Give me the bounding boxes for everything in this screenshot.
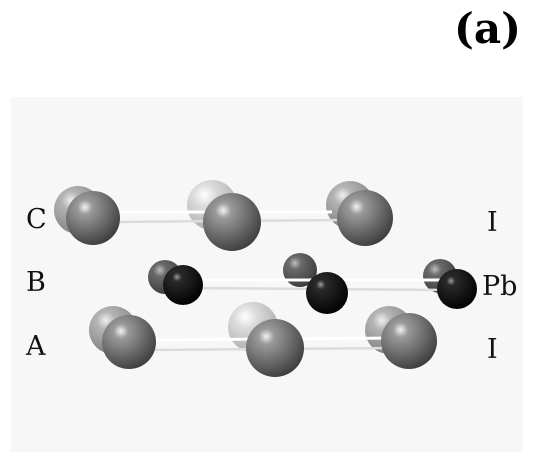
layer-b-lead [148, 253, 477, 314]
iodine-atom [381, 313, 437, 369]
lead-atom [306, 272, 348, 314]
panel-label: (a) [454, 4, 521, 53]
layer-label-b: B [26, 267, 46, 298]
iodine-atom [203, 193, 261, 251]
species-label-bottom: I [487, 334, 498, 365]
layer-a-iodine [89, 302, 437, 377]
iodine-atom [66, 191, 120, 245]
species-label-middle: Pb [482, 271, 517, 302]
layer-c-iodine [54, 180, 393, 251]
lead-atom [437, 269, 477, 309]
species-label-top: I [487, 207, 498, 238]
iodine-atom [246, 319, 304, 377]
layer-label-a: A [25, 331, 46, 362]
lead-atom [163, 265, 203, 305]
iodine-atom [102, 315, 156, 369]
layer-label-c: C [26, 204, 47, 235]
iodine-atom [337, 190, 393, 246]
